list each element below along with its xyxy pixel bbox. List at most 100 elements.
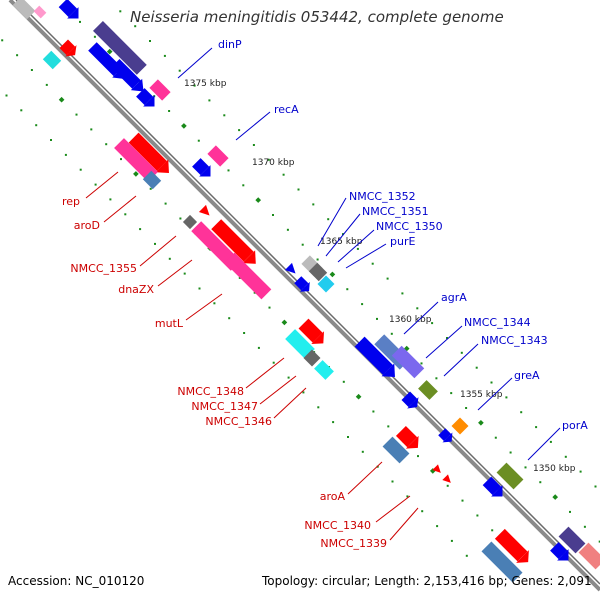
gene-arrow [111,59,144,92]
leader-NMCC_1351 [325,213,361,257]
gene-label-NMCC_1344[interactable]: NMCC_1344 [464,316,531,329]
accession-text: Accession: NC_010120 [8,574,145,588]
tick-mark [342,233,344,236]
tick-mark [316,258,319,261]
tick-mark [94,183,97,186]
gene-block [42,50,62,70]
tick-mark [168,257,171,260]
leader-NMCC_1343 [443,343,479,377]
gene-label-NMCC_1348[interactable]: NMCC_1348 [177,385,244,398]
tick-mark [583,525,586,528]
gene-label-aroA[interactable]: aroA [320,490,346,503]
gene-label-dnaZX[interactable]: dnaZX [118,283,154,296]
tick-mark [417,455,419,458]
tick-mark [390,332,393,335]
gene-block [285,329,315,359]
tick-mark [421,510,424,513]
tick-mark [297,188,300,191]
leader-porA [527,427,561,461]
map-title: Neisseria meningitidis 053442, complete … [130,8,504,26]
gene-block [481,541,523,583]
tick-mark [356,247,359,250]
gene-arrow [298,318,325,345]
gene-block [33,5,47,19]
gene-label-NMCC_1350[interactable]: NMCC_1350 [376,220,443,233]
gene-label-NMCC_1355[interactable]: NMCC_1355 [70,262,137,275]
tick-mark [406,495,409,498]
tick-mark [119,10,122,13]
gene-label-mutL[interactable]: mutL [155,317,184,330]
gene-arrow [58,0,79,19]
gene-label-NMCC_1351[interactable]: NMCC_1351 [362,205,429,218]
tick-mark [594,485,597,488]
tick-mark [268,306,271,309]
gene-arrow [401,391,419,409]
tick-mark [317,406,320,409]
tick-mark [535,426,538,429]
tick-mark [391,480,394,483]
gene-label-NMCC_1352[interactable]: NMCC_1352 [349,190,416,203]
tick-mark [149,40,151,42]
gene-block [207,145,229,167]
tick-mark [109,198,112,201]
gene-block [224,252,272,300]
tick-mark [564,455,567,458]
gene-label-agrA[interactable]: agrA [441,291,467,304]
leader-NMCC_1346 [273,387,307,419]
tick-mark [179,217,182,220]
tick-mark [446,337,448,339]
gene-label-NMCC_1340[interactable]: NMCC_1340 [304,519,371,532]
leader-purE [345,243,387,269]
gene-block [451,417,469,435]
tick-mark [164,202,167,205]
leader-dinP [177,47,213,79]
tick-mark [272,361,275,364]
gene-label-porA[interactable]: porA [562,419,588,432]
tick-mark [342,380,345,383]
tick-mark [139,228,142,231]
gene-block [114,138,158,182]
leader-rep [85,171,119,199]
gene-label-recA[interactable]: recA [274,103,299,116]
gene-label-NMCC_1346[interactable]: NMCC_1346 [205,415,272,428]
gene-block [142,170,162,190]
tick-mark [505,396,508,399]
gene-label-NMCC_1343[interactable]: NMCC_1343 [481,334,548,347]
gene-arrow [354,336,395,377]
tick-mark [491,529,494,532]
gene-arrow [494,528,529,563]
scale-label-1370: 1370 kbp [252,158,295,168]
gene-label-dinP[interactable]: dinP [218,38,242,51]
tick-mark [257,346,260,349]
gene-label-purE[interactable]: purE [390,235,415,248]
tick-mark [5,94,8,97]
gene-block [496,462,524,490]
tick-mark [420,362,423,365]
tick-mark [450,392,453,395]
leader-aroA [347,461,383,495]
tick-mark [16,54,19,57]
tick-mark [223,114,226,117]
scale-label-1365: 1365 kbp [320,237,363,247]
gene-label-NMCC_1347[interactable]: NMCC_1347 [191,400,258,413]
genome-backbone [8,0,600,592]
tick-mark [93,35,96,38]
tick-mark [208,99,211,102]
gene-label-rep[interactable]: rep [62,195,80,208]
gene-block [308,262,328,282]
gene-label-aroD[interactable]: aroD [74,219,100,232]
forward-labels: dinP recA NMCC_1352 NMCC_1351 NMCC_1350 … [218,38,588,432]
gene-block [578,542,600,570]
gene-label-NMCC_1339[interactable]: NMCC_1339 [320,537,387,550]
tick-mark [346,288,349,291]
leader-NMCC_1348 [245,357,285,389]
tick-mark [35,124,38,127]
tick-mark [197,139,200,142]
leader-NMCC_1344 [425,325,463,359]
gene-label-greA[interactable]: greA [514,369,540,382]
gene-block [182,214,198,230]
tick-mark [243,332,246,334]
gene-block [12,0,36,20]
